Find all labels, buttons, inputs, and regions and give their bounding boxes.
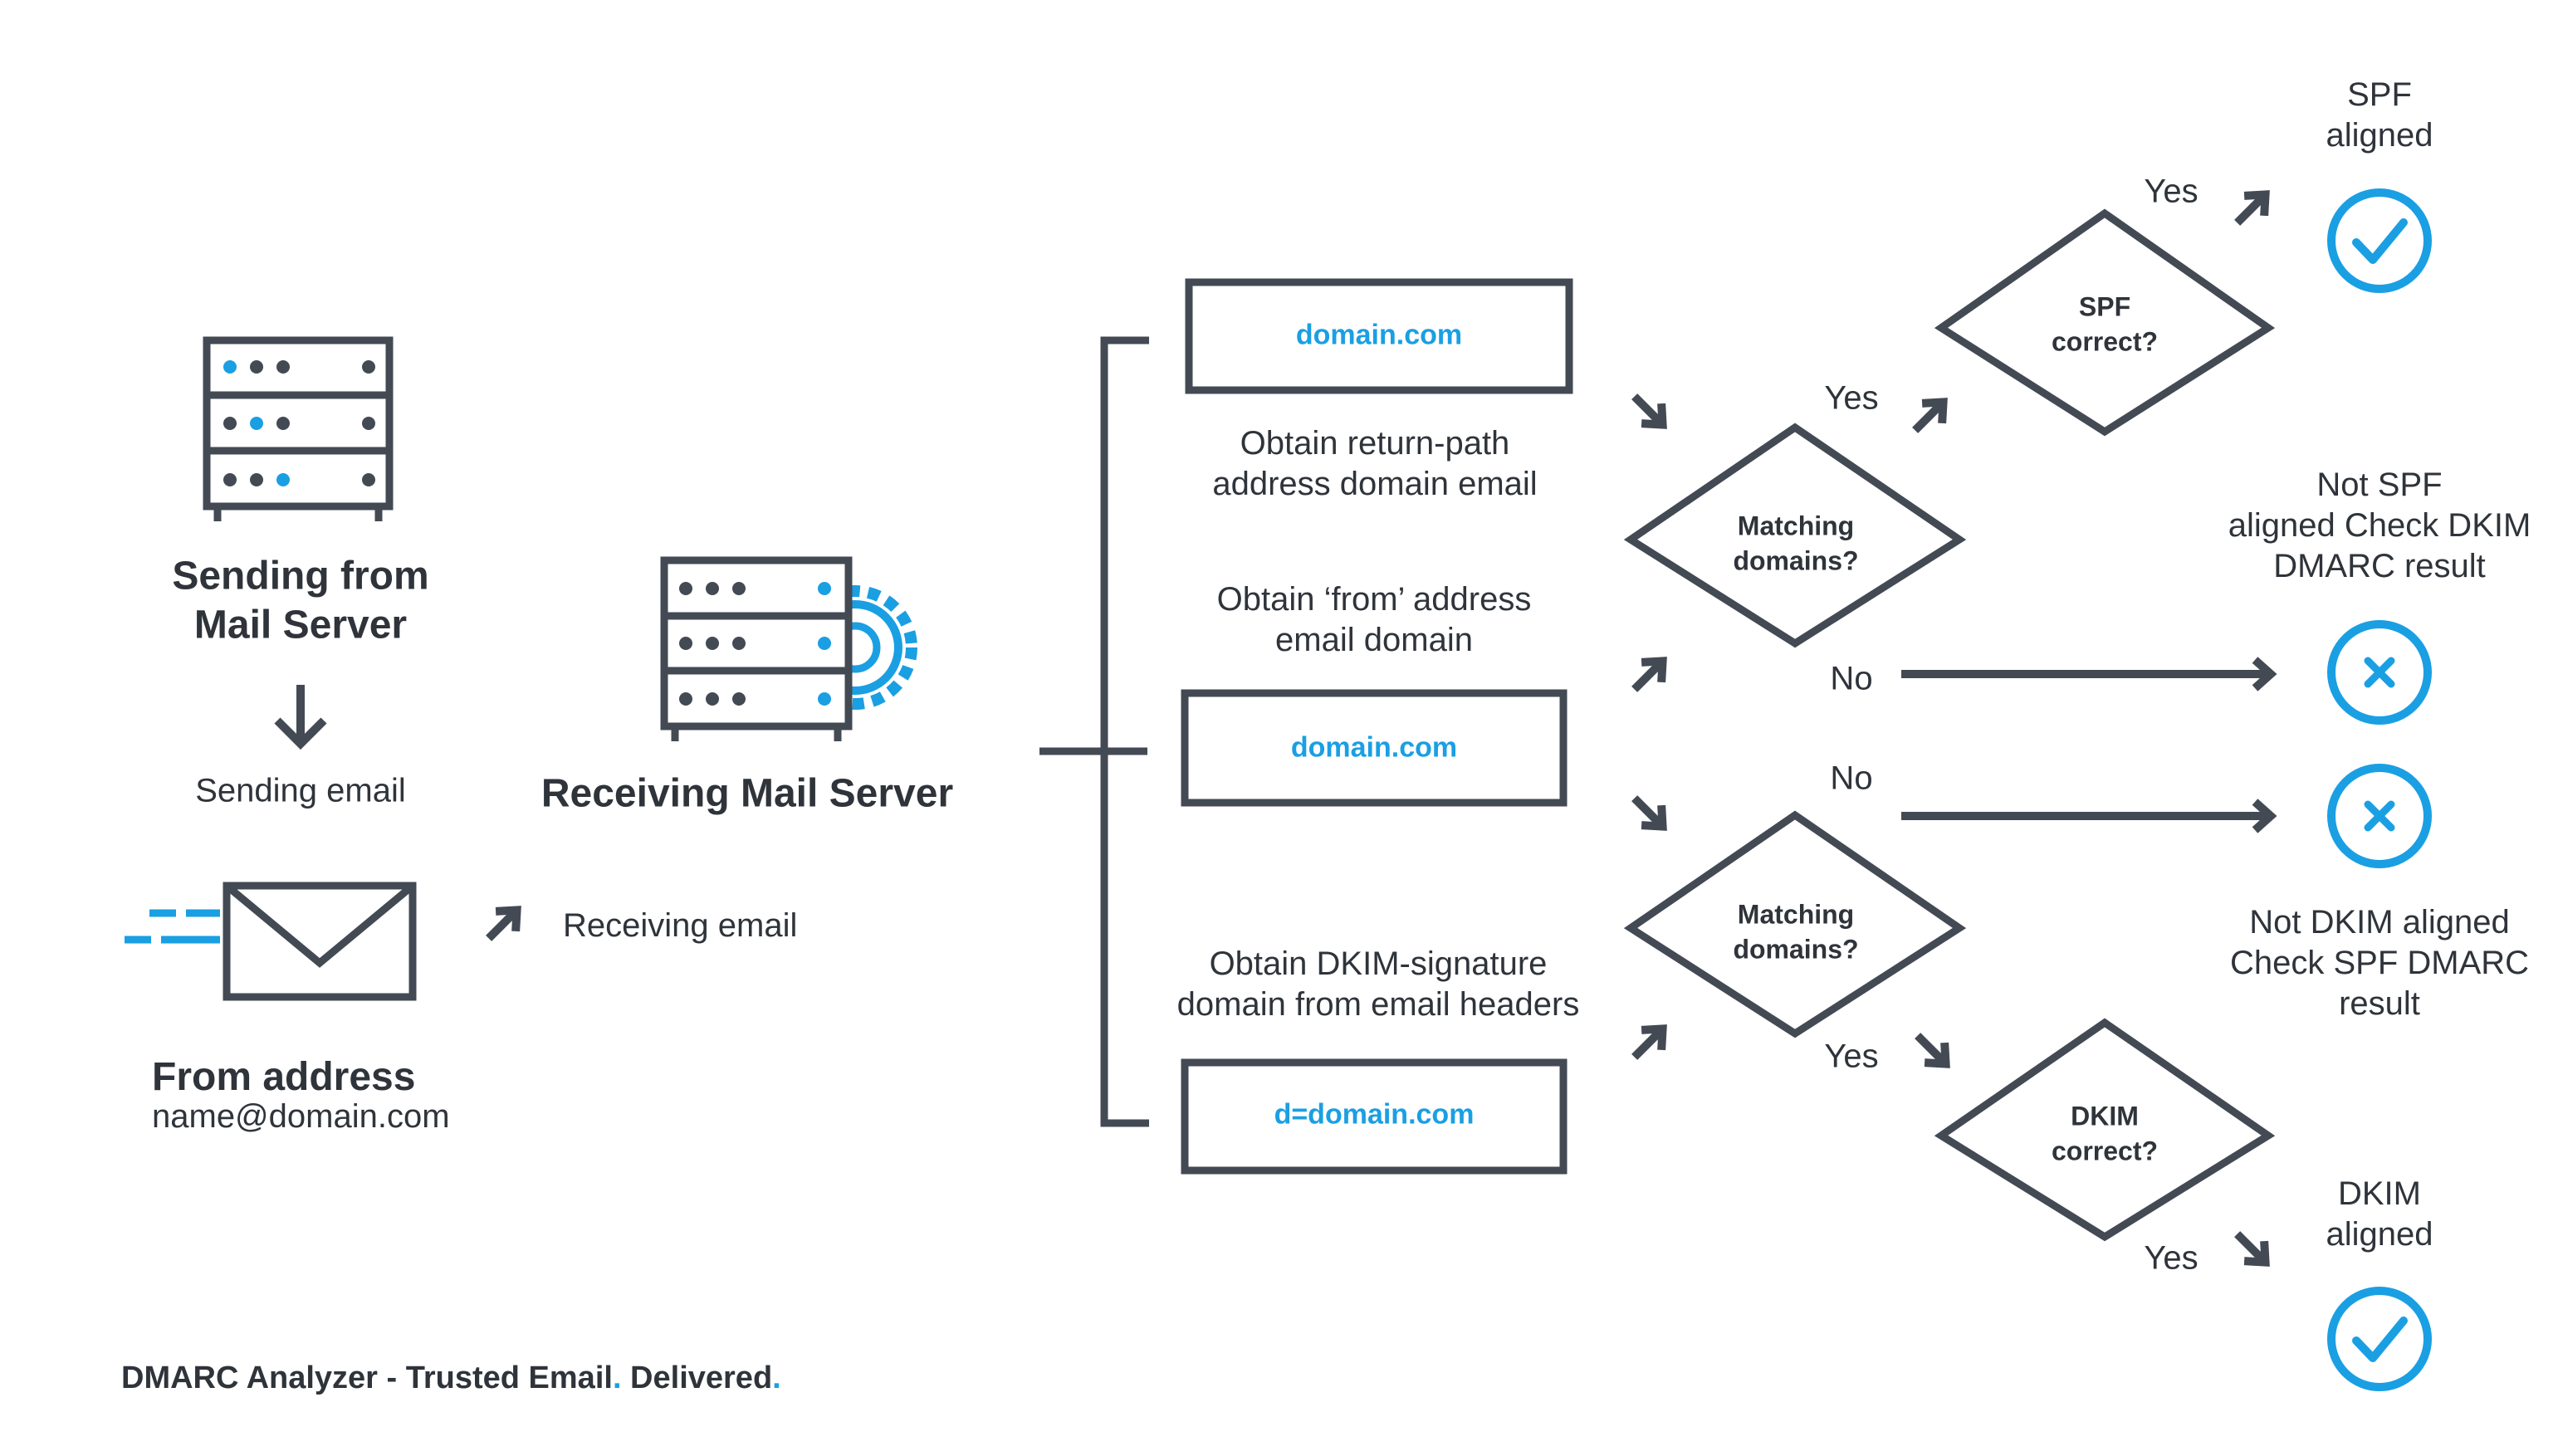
from-domain-box	[1181, 689, 1568, 807]
dkim-correct-diamond	[1934, 1018, 2276, 1242]
not-dkim-line2: Check SPF DMARC	[2229, 944, 2530, 981]
not-spf-line3: DMARC result	[2273, 547, 2486, 584]
dkim-caption: Obtain DKIM-signature domain from email …	[1177, 944, 1580, 1025]
not-dkim-line1: Not DKIM aligned	[2249, 903, 2510, 941]
spf-line1: SPF	[2078, 291, 2131, 322]
receiving-email-label: Receiving email	[563, 907, 798, 944]
footer-tagline: DMARC Analyzer - Trusted Email. Delivere…	[121, 1361, 781, 1396]
sending-email-label: Sending email	[195, 772, 406, 809]
dkim-line1: DKIM	[2071, 1101, 2139, 1131]
return-path-caption: Obtain return-path address domain email	[1212, 423, 1537, 505]
footer-part1: DMARC Analyzer - Trusted Email	[121, 1361, 613, 1395]
arrow-dkim-yes	[2228, 1224, 2276, 1273]
matching-domains-label-2: Matching domains?	[1733, 897, 1858, 966]
spf-correct-diamond	[1934, 208, 2276, 437]
arrow-no-1	[1901, 657, 2277, 691]
arrow-no-2	[1901, 799, 2277, 833]
matching-domains-diamond-2	[1623, 810, 1967, 1038]
domain-bracket	[1039, 336, 1149, 1127]
not-dkim-aligned-result: Not DKIM aligned Check SPF DMARC result	[2230, 902, 2529, 1024]
not-spf-line2: aligned Check DKIM	[2228, 506, 2531, 544]
dkim-domain-box	[1181, 1058, 1568, 1175]
yes-label-match2: Yes	[1824, 1038, 1879, 1075]
from-caption-line2: email domain	[1275, 622, 1473, 658]
dkim-line2: correct?	[2051, 1136, 2159, 1165]
arrow-to-dkim	[1908, 1026, 1956, 1074]
from-caption-line1: Obtain ‘from’ address	[1216, 581, 1532, 618]
arrow-to-spf	[1905, 392, 1954, 440]
dkim-aligned-line2: aligned	[2326, 1216, 2433, 1253]
dkim-aligned-result: DKIM aligned	[2326, 1174, 2433, 1255]
no-label-match1: No	[1830, 660, 1873, 697]
spf-correct-label: SPF correct?	[2052, 290, 2158, 359]
footer-dot2: .	[772, 1361, 781, 1395]
footer-part2: Delivered	[621, 1361, 773, 1395]
spf-aligned-line1: SPF	[2347, 76, 2412, 114]
not-spf-line1: Not SPF	[2316, 466, 2443, 503]
match1-line2: domains?	[1733, 545, 1859, 575]
dkim-caption-line2: domain from email headers	[1176, 986, 1580, 1023]
dkim-caption-line1: Obtain DKIM-signature	[1209, 945, 1548, 983]
sending-server-icon	[203, 336, 394, 521]
arrow-from-dkim-box	[1625, 1019, 1673, 1067]
arrow-from-from-box	[1625, 651, 1673, 699]
diagonal-arrow-icon	[479, 900, 527, 948]
arrow-to-match2	[1625, 789, 1673, 837]
matching-domains-diamond-1	[1623, 423, 1967, 648]
footer-dot1: .	[612, 1361, 622, 1395]
from-caption: Obtain ‘from’ address email domain	[1217, 579, 1532, 661]
match1-line1: Matching	[1737, 511, 1855, 541]
check-icon	[2327, 1287, 2432, 1391]
dkim-domain-value: d=domain.com	[1274, 1098, 1475, 1131]
arrow-spf-yes	[2228, 184, 2276, 232]
yes-label-dkim: Yes	[2144, 1239, 2199, 1277]
spf-line2: correct?	[2051, 326, 2159, 356]
return-path-caption-line1: Obtain return-path	[1240, 425, 1510, 462]
down-arrow-icon	[274, 685, 327, 750]
no-label-match2: No	[1830, 760, 1873, 797]
yes-label-spf: Yes	[2144, 173, 2199, 210]
return-path-domain-box	[1185, 278, 1573, 394]
sending-server-title: Sending from Mail Server	[172, 552, 428, 649]
dkim-correct-label: DKIM correct?	[2052, 1099, 2158, 1168]
sending-server-title-line1: Sending from	[172, 554, 429, 599]
sending-server-title-line2: Mail Server	[193, 603, 408, 647]
matching-domains-label-1: Matching domains?	[1733, 509, 1858, 578]
match2-line2: domains?	[1733, 934, 1859, 964]
from-address-value: name@domain.com	[152, 1098, 450, 1135]
match2-line1: Matching	[1737, 899, 1855, 930]
check-icon	[2327, 188, 2432, 293]
receiving-server-icon	[660, 556, 917, 741]
spf-aligned-result: SPF aligned	[2326, 75, 2433, 156]
not-spf-aligned-result: Not SPF aligned Check DKIM DMARC result	[2228, 465, 2531, 586]
yes-label-match1: Yes	[1824, 379, 1879, 417]
spf-aligned-line2: aligned	[2326, 117, 2433, 154]
from-address-title: From address	[152, 1055, 416, 1099]
envelope-icon	[125, 882, 417, 1001]
receiving-server-title: Receiving Mail Server	[540, 771, 954, 816]
not-dkim-line3: result	[2339, 985, 2420, 1022]
return-path-domain-value: domain.com	[1295, 319, 1463, 351]
dkim-aligned-line1: DKIM	[2337, 1175, 2421, 1213]
cross-icon	[2327, 620, 2432, 725]
arrow-to-match1	[1625, 387, 1673, 435]
from-domain-value: domain.com	[1290, 731, 1458, 764]
return-path-caption-line2: address domain email	[1212, 466, 1538, 502]
cross-icon	[2327, 764, 2432, 868]
